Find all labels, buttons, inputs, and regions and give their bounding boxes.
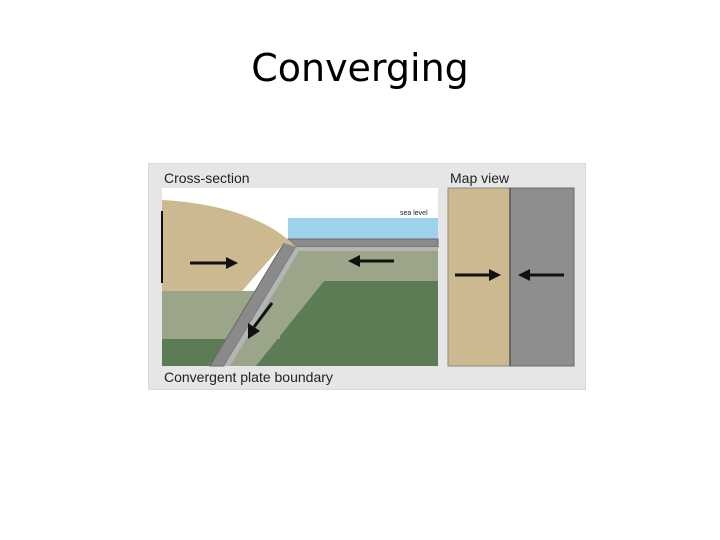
oceanic-crust-right xyxy=(224,247,438,366)
map-continental-plate xyxy=(447,187,511,367)
figure-svg: Cross-section Map view sea level xyxy=(148,163,586,390)
mantle-right xyxy=(248,281,438,366)
map-oceanic-plate xyxy=(509,187,575,367)
oceanic-plate-motion-arrow xyxy=(348,255,394,267)
map-right-arrow xyxy=(518,269,564,281)
continent-motion-arrow xyxy=(190,257,238,269)
cross-section-label: Cross-section xyxy=(164,170,250,186)
figure-caption: Convergent plate boundary xyxy=(164,369,333,385)
map-view-panel xyxy=(447,187,575,367)
subduction-motion-arrow xyxy=(248,302,274,339)
cross-section-panel: sea level xyxy=(161,188,439,367)
slide-title: Converging xyxy=(251,46,469,90)
map-view-label: Map view xyxy=(450,170,510,186)
sea-level-label: sea level xyxy=(400,210,428,217)
continental-crust xyxy=(162,200,296,291)
convergent-boundary-figure: Cross-section Map view sea level xyxy=(148,163,586,390)
map-left-arrow xyxy=(455,269,501,281)
